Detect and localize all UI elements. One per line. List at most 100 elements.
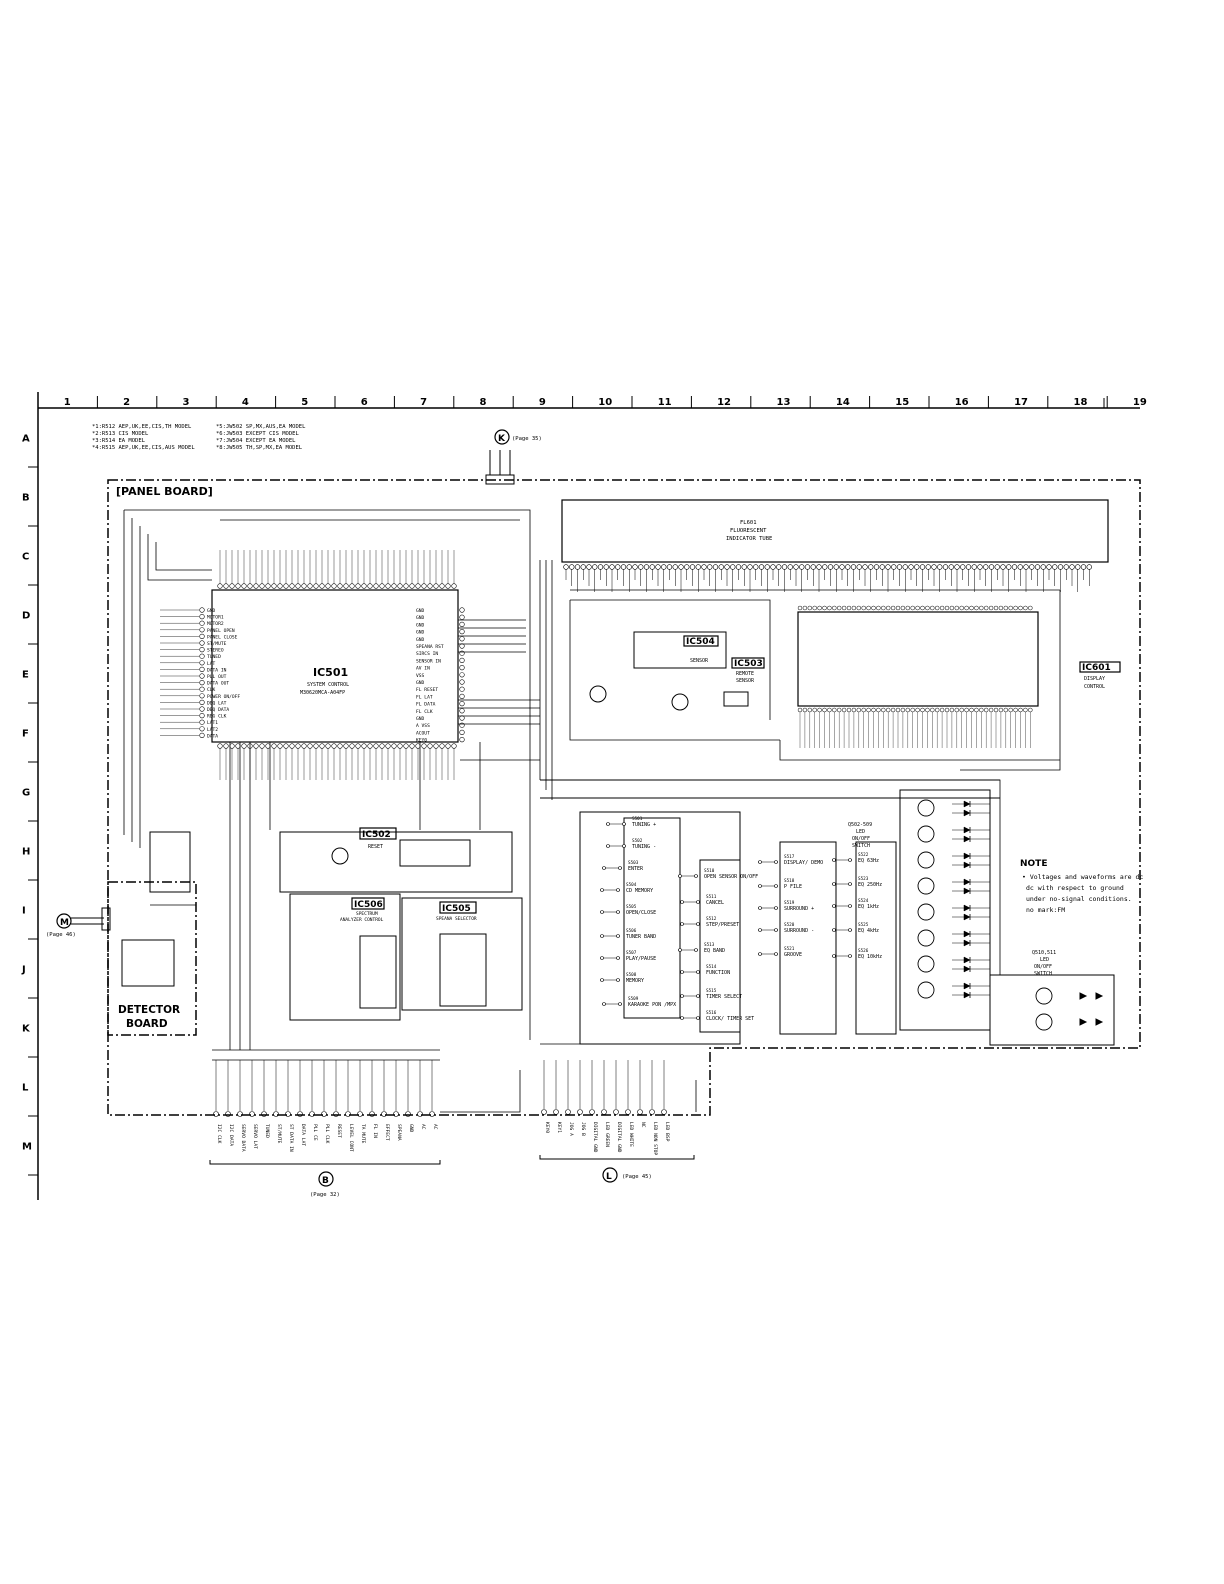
ic601-pin — [876, 707, 881, 713]
fl-pin — [1075, 564, 1081, 570]
fl-pin — [960, 564, 966, 570]
fl-pin — [764, 564, 770, 570]
transistor-symbol — [917, 903, 935, 921]
ic601-pin — [998, 707, 1004, 713]
ic501-pin — [259, 583, 265, 589]
switch-label: TUNER BAND — [626, 934, 656, 940]
ic501-pin — [199, 693, 205, 699]
fl-pin — [695, 564, 701, 570]
ic601-pin — [807, 605, 813, 611]
ic601-line1: DISPLAY — [1084, 676, 1105, 682]
connector-pin — [297, 1111, 303, 1117]
switch-label: CLOCK/ TIMER SET — [706, 1016, 754, 1022]
fl-pin — [804, 564, 811, 570]
ic501-pin — [199, 640, 205, 646]
ic501-pin — [199, 679, 205, 686]
led-switch-line3: SWITCH — [852, 843, 870, 849]
ic501-left-pin-label: ST/MUTE — [207, 641, 227, 647]
fl-pin — [885, 564, 891, 570]
ic601-pin — [988, 605, 994, 611]
ic501-pin — [445, 743, 451, 749]
ic503-id: IC503 — [734, 659, 763, 669]
fl-pin — [718, 564, 724, 570]
fl-pin — [1080, 564, 1087, 570]
ic601-pin — [905, 605, 911, 611]
fl-pin — [873, 564, 880, 570]
grid-row-label: L — [22, 1083, 29, 1094]
ic601-pin — [895, 707, 901, 713]
ic501-right-pin-label: FL CLK — [416, 709, 433, 715]
ic601-pin — [841, 605, 847, 611]
connector-l-letter: L — [606, 1172, 612, 1182]
grid-column-label: 14 — [836, 397, 850, 408]
ic601-pin — [881, 605, 886, 611]
switch-label: EQ 63Hz — [858, 858, 879, 864]
ic501-right-pin-label: GND — [416, 716, 425, 722]
ic501-pin — [343, 583, 349, 589]
led-symbol — [1079, 1018, 1088, 1026]
transistor-symbol — [917, 955, 935, 973]
ic601-pin — [1018, 605, 1023, 611]
model-note: *4:R515 AEP,UK,EE,CIS,AUS MODEL — [92, 445, 195, 451]
led-symbol — [1095, 992, 1104, 1000]
led-symbol — [1095, 1018, 1104, 1026]
ic501-pin — [439, 743, 445, 749]
ic501-func: SYSTEM CONTROL — [307, 682, 349, 688]
switch-label: TUNING + — [632, 822, 656, 828]
ic601-pin — [812, 605, 817, 611]
ic601-pin — [836, 707, 842, 713]
ic501-pin — [459, 708, 465, 714]
switch-label: DISPLAY/ DEMO — [784, 860, 823, 866]
fl601-line1: FLUORESCENT — [730, 528, 767, 534]
ic601-pin — [993, 605, 999, 611]
ic501-pin — [459, 657, 465, 664]
ic501-pin — [199, 607, 205, 613]
ic501-pin — [459, 614, 465, 620]
switch-label: CD MEMORY — [626, 888, 653, 894]
transistor-symbol — [917, 825, 935, 843]
ic501-pin — [289, 583, 295, 589]
ic601-pin — [861, 605, 866, 611]
ic501-left-pin-label: PANEL CLOSE — [207, 634, 238, 640]
ic601-pin — [885, 605, 891, 611]
fl-pin — [810, 564, 816, 570]
ic501-left-pin-label: DEQ DATA — [207, 707, 229, 713]
ic501-pin — [459, 607, 465, 613]
ic501-pin — [385, 743, 391, 749]
led-switch2-refs: Q510,511 — [1032, 950, 1056, 956]
ic501-pin — [459, 722, 465, 728]
connector-pin — [225, 1111, 231, 1117]
ic501-pin — [459, 736, 465, 743]
ic501-pin — [355, 583, 361, 589]
ic501-pin — [403, 583, 409, 589]
connector-pin — [321, 1111, 327, 1117]
fl-pin — [672, 564, 678, 570]
ic601-pin — [822, 605, 827, 611]
ic501-right-pin-label: VSS — [416, 673, 425, 679]
fl-pin — [574, 564, 581, 570]
ic601-pin — [797, 605, 803, 611]
ic601-pin — [949, 707, 955, 713]
fl601-pins — [563, 564, 1092, 592]
connector-pin-label: ST DATA IN — [288, 1124, 294, 1152]
grid-column-label: 10 — [598, 397, 612, 408]
ic601-pin — [832, 707, 837, 713]
ic501-left-pin-label: MOTOR2 — [207, 621, 224, 627]
ic501-right-pin-label: SENSOR IN — [416, 658, 441, 664]
connector-pin-label: SPEANA — [396, 1124, 402, 1141]
ic601-pin — [802, 605, 808, 611]
led-symbol — [1079, 992, 1088, 1000]
grid-row-label: K — [22, 1024, 31, 1035]
fl-pin — [799, 564, 805, 570]
connector-l: L (Page 45) — [539, 1155, 695, 1183]
ic601-pin — [822, 707, 827, 713]
connector-pin — [565, 1109, 571, 1115]
connector-pin-label: AC — [432, 1124, 438, 1130]
ic501-pin — [259, 743, 265, 749]
ic501-left-pin-label: LAT — [207, 661, 216, 667]
grid-column-label: 19 — [1133, 397, 1147, 408]
ic601-pin — [890, 605, 896, 611]
ic501-right-pin-label: FL LAT — [416, 694, 433, 700]
